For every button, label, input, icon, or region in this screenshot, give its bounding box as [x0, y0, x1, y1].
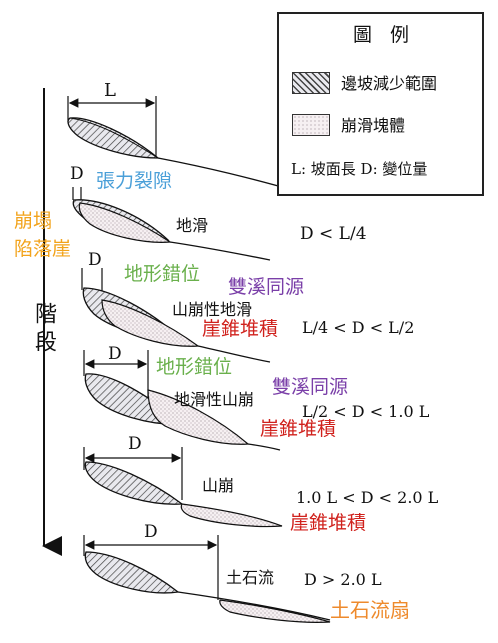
stage-3-annotation-twin-streams: 雙溪同源	[272, 376, 349, 398]
legend-swatch-hatched	[292, 72, 330, 94]
stage-5-type-label: 土石流	[226, 568, 275, 587]
legend-definition: L: 坡面長 D: 變位量	[291, 160, 428, 178]
stage-2-type-label: 山崩性地滑	[172, 300, 253, 319]
stage-3-type-label: 地滑性山崩	[174, 390, 255, 409]
stage-2-figure	[81, 268, 271, 363]
stage-axis-label: 階段	[31, 302, 56, 358]
stage-2-d-label: D	[88, 250, 102, 270]
stage-4-d-label: D	[128, 434, 142, 454]
legend-label-slide-block: 崩滑塊體	[341, 116, 406, 135]
stage-3-condition: L/2 < D < 1.0 L	[302, 402, 430, 421]
stage-1-figure	[67, 96, 301, 193]
stage-3-annotation-displacement: 地形錯位	[156, 356, 233, 378]
stage-2-annotation-twin-streams: 雙溪同源	[228, 276, 305, 298]
stage-1-dim-label: L	[104, 80, 116, 101]
top-left-label-line1: 崩塌	[14, 210, 53, 232]
stage-5-annotation-debris-fan: 土石流扇	[330, 598, 410, 622]
stage-2-annotation-displacement: 地形錯位	[124, 263, 201, 285]
legend-box: 圖 例 邊坡減少範圍 崩滑塊體 L: 坡面長 D: 變位量	[277, 12, 484, 196]
stage-4-annotation-talus: 崖錐堆積	[290, 512, 367, 534]
stage-3-d-label: D	[108, 344, 122, 364]
stage-1-d-label: D	[70, 164, 84, 184]
stage-2-condition: L/4 < D < L/2	[302, 318, 415, 337]
legend-label-reduced-area: 邊坡減少範圍	[341, 74, 438, 93]
stage-1-slide	[72, 187, 271, 261]
stage-5-d-label: D	[144, 522, 158, 542]
top-left-label-line2: 陷落崖	[14, 238, 72, 260]
stage-1-type-label: 地滑	[176, 216, 209, 235]
stage-5-figure	[83, 535, 331, 623]
stage-1-condition: D < L/4	[300, 224, 367, 244]
stage-4-condition: 1.0 L < D < 2.0 L	[296, 488, 439, 507]
stage-3-figure	[83, 350, 281, 451]
stage-2-annotation-talus: 崖錐堆積	[202, 318, 279, 340]
stage-5-condition: D > 2.0 L	[304, 570, 382, 589]
legend-title: 圖 例	[353, 24, 416, 46]
stage-3-annotation-talus: 崖錐堆積	[260, 418, 337, 440]
stage-4-figure	[83, 447, 283, 528]
stage-1-annotation-tension-crack: 張力裂隙	[96, 170, 173, 192]
stage-4-type-label: 山崩	[202, 476, 235, 495]
legend-swatch-dotted	[292, 114, 330, 136]
